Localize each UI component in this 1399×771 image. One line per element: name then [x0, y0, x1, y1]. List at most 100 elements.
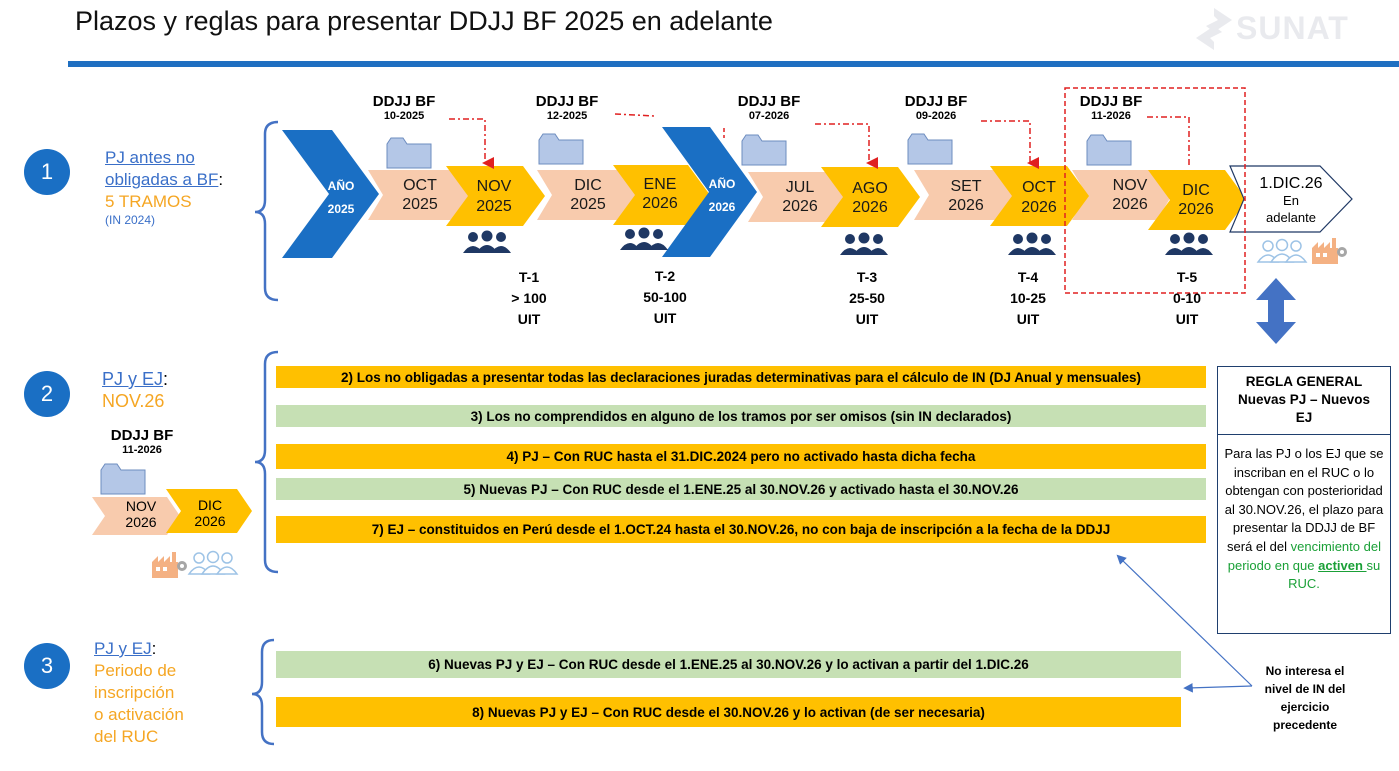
end-line3: adelante: [1266, 210, 1316, 225]
highlight-box: [1064, 87, 1246, 294]
folder-icon: [907, 133, 953, 165]
note-arrow-left: [1183, 683, 1253, 693]
month-label: JUL: [786, 179, 815, 196]
connector-11-2026: [1147, 116, 1190, 165]
folder-icon: [741, 134, 787, 166]
rule-bar-8: 8) Nuevas PJ y EJ – Con RUC desde el 30.…: [276, 697, 1181, 727]
page-title: Plazos y reglas para presentar DDJJ BF 2…: [75, 6, 773, 36]
month-label: SET: [950, 178, 981, 195]
month-dic-2026: [1148, 170, 1247, 230]
title-underline: [68, 61, 1399, 67]
month-year: 2026: [1021, 199, 1057, 216]
s2-month-nov: [92, 497, 180, 535]
s2-month-label: DIC: [198, 497, 222, 513]
year-2026-line1: AÑO: [709, 176, 736, 191]
connector-10-2025: [449, 118, 494, 169]
folder-icon: [538, 133, 584, 165]
month-year: 2026: [852, 199, 888, 216]
month-dic-2025: [537, 170, 637, 220]
s2-month-year: 2026: [194, 513, 225, 529]
month-oct-2025: [368, 170, 470, 220]
section-2-label: PJ y EJ: NOV.26: [102, 369, 169, 411]
section-3-label: PJ y EJ: Periodo de inscripción o activa…: [94, 639, 184, 746]
month-set-2026: [914, 170, 1016, 220]
year-2026-line2: 2026: [709, 200, 736, 214]
month-year: 2025: [402, 196, 438, 213]
sunat-logo-text: SUNAT: [1236, 10, 1349, 46]
month-label: ENE: [644, 176, 677, 193]
factory-icon: [152, 552, 187, 578]
s2-month-label: NOV: [126, 498, 157, 514]
month-label: OCT: [403, 177, 437, 194]
month-year: 2026: [782, 198, 818, 215]
month-label: NOV: [1113, 177, 1148, 194]
end-line1: 1.DIC.26: [1259, 175, 1322, 192]
regla-general-body: Para las PJ o los EJ que se inscriban en…: [1224, 446, 1384, 592]
connector-09-2026: [981, 120, 1039, 169]
month-label: AGO: [852, 180, 888, 197]
end-line2: En: [1283, 193, 1299, 208]
folder-icon: [100, 463, 146, 495]
month-label: DIC: [1182, 182, 1210, 199]
month-label: OCT: [1022, 179, 1056, 196]
year-2026-chevron: [662, 127, 757, 257]
month-ago-2026: [821, 167, 920, 227]
regla-general-title: REGLA GENERAL Nuevas PJ – Nuevos EJ: [1218, 367, 1390, 435]
people-icon: [463, 230, 511, 253]
rule-bar-4: 4) PJ – Con RUC hasta el 31.DIC.2024 per…: [276, 444, 1206, 469]
note-arrow-up: [1116, 554, 1253, 687]
rule-bar-5: 5) Nuevas PJ – Con RUC desde el 1.ENE.25…: [276, 478, 1206, 500]
s2-month-dic: [166, 489, 252, 533]
year-2025-line2: 2025: [328, 202, 355, 216]
bracket-1: [254, 120, 279, 302]
month-label: NOV: [477, 178, 512, 195]
month-year: 2025: [570, 196, 606, 213]
year-2025-chevron: [282, 130, 379, 258]
connector-12-2025: [614, 113, 656, 117]
section-1-label: PJ antes no obligadas a BF: 5 TRAMOS (IN…: [105, 148, 224, 227]
section-3-badge: 3: [24, 643, 70, 689]
month-nov-2025: [446, 166, 545, 226]
people-icon: [1165, 232, 1213, 255]
rule-bar-2: 2) Los no obligadas a presentar todas la…: [276, 366, 1206, 388]
people-icon-light: [188, 550, 238, 575]
sunat-logo-icon: [1196, 8, 1232, 50]
regla-general-box: REGLA GENERAL Nuevas PJ – Nuevos EJ Para…: [1217, 366, 1391, 634]
people-icon: [1008, 232, 1056, 255]
s2-month-year: 2026: [125, 514, 156, 530]
section-1-badge: 1: [24, 149, 70, 195]
month-year: 2026: [948, 197, 984, 214]
sunat-logo: SUNAT: [1192, 6, 1372, 52]
month-label: DIC: [574, 177, 602, 194]
folder-icon: [386, 137, 432, 169]
bracket-2: [254, 350, 279, 574]
month-year: 2026: [1178, 201, 1214, 218]
people-icon: [620, 227, 668, 250]
rule-bar-6: 6) Nuevas PJ y EJ – Con RUC desde el 1.E…: [276, 651, 1181, 678]
rule-bar-7: 7) EJ – constituidos en Perú desde el 1.…: [276, 516, 1206, 543]
end-marker: [1229, 165, 1353, 233]
month-nov-2026: [1072, 170, 1172, 220]
people-icon-light: [1257, 238, 1307, 263]
folder-icon: [1086, 134, 1132, 166]
month-year: 2026: [1112, 196, 1148, 213]
month-year: 2026: [642, 195, 678, 212]
month-year: 2025: [476, 198, 512, 215]
bracket-3: [251, 638, 275, 746]
year-2025-line1: AÑO: [328, 178, 355, 193]
factory-icon: [1312, 238, 1347, 264]
month-jul-2026: [748, 172, 850, 222]
people-icon: [840, 232, 888, 255]
rule-bar-3: 3) Los no comprendidos en alguno de los …: [276, 405, 1206, 427]
